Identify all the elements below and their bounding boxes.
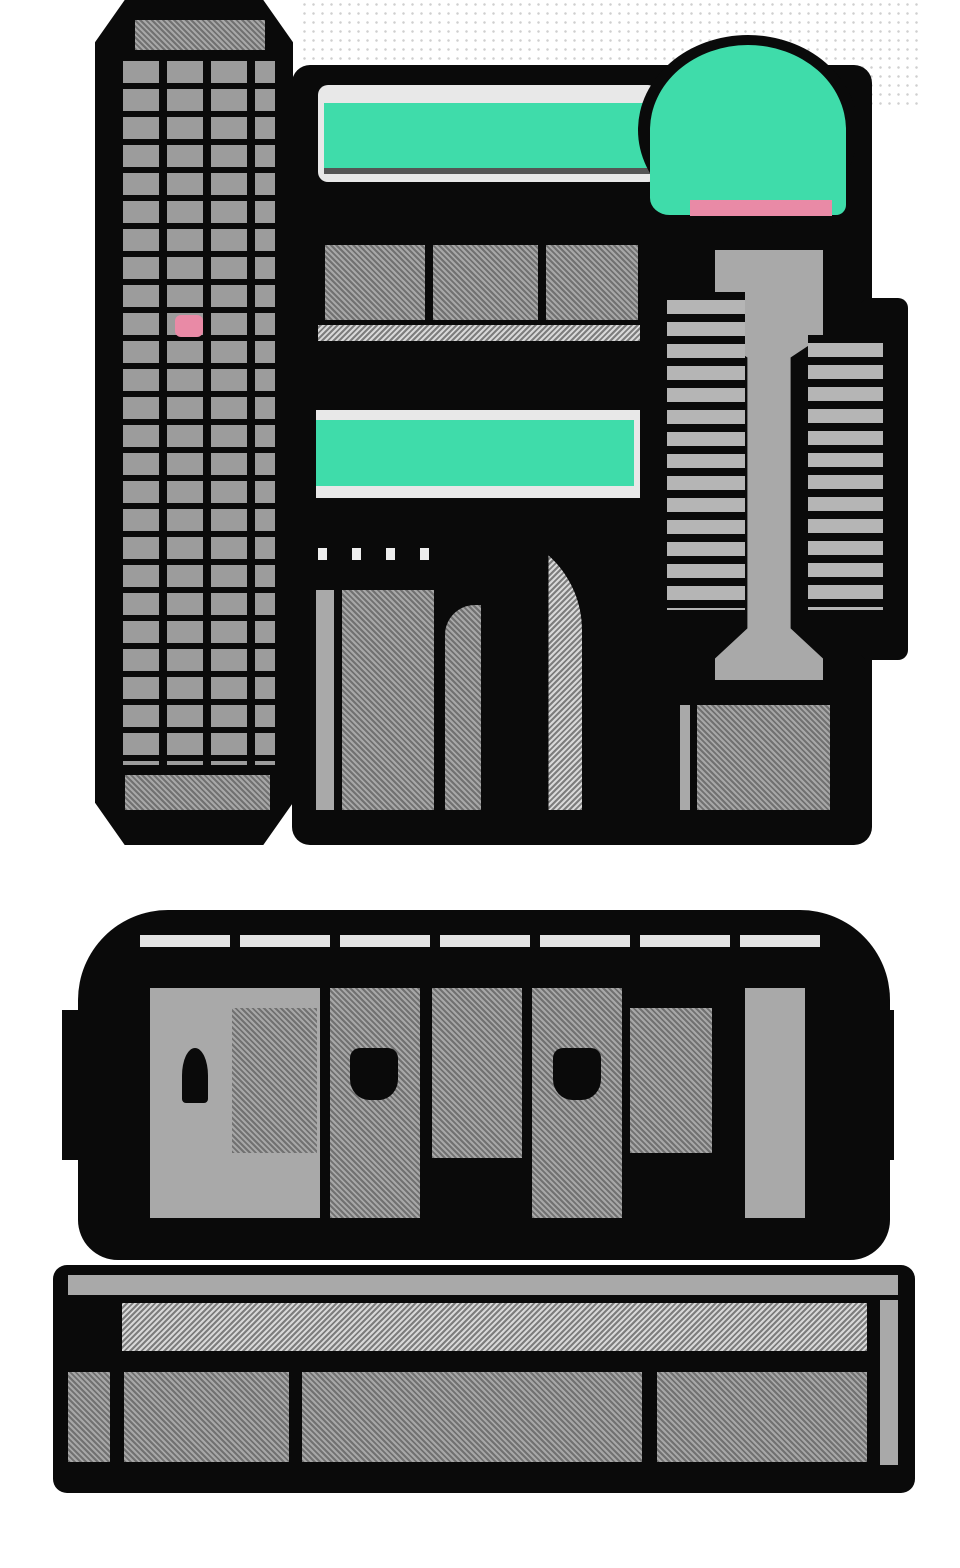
capsule-side-left: [62, 1010, 102, 1160]
left-tower-cap-top: [135, 20, 265, 50]
capsule-side-right: [860, 1010, 894, 1160]
capsule-top-rail: [140, 935, 820, 947]
bottom-cell-4: [657, 1372, 867, 1462]
hatched-rail: [318, 325, 640, 341]
bottom-cell-3: [302, 1372, 642, 1462]
teal-bar-top: [318, 85, 658, 182]
capsule-panel-6: [745, 988, 805, 1218]
bottom-cell-1: [68, 1372, 110, 1462]
capsule-hatch-3: [432, 988, 522, 1158]
pink-strip: [690, 200, 832, 216]
hatched-box-right: [697, 705, 830, 810]
left-post: [316, 590, 334, 810]
dotted-arch: [470, 530, 582, 810]
teal-circle: [650, 45, 846, 215]
drop-icon: [182, 1048, 208, 1103]
capsule-hatch-2: [330, 988, 420, 1218]
lamp-icon-2: [553, 1048, 601, 1100]
bottom-cell-2: [124, 1372, 289, 1462]
capsule-hatch-1: [232, 1008, 317, 1153]
right-post: [680, 705, 690, 810]
capsule-hatch-4: [532, 988, 622, 1218]
bottom-cell-5: [880, 1300, 898, 1465]
dot-row: [318, 548, 438, 560]
bottom-rail-row-1: [122, 1303, 867, 1351]
hatched-cell-2: [433, 245, 538, 320]
stripe-column-left: [667, 292, 745, 610]
hatched-panel-tall: [342, 590, 434, 810]
left-tower-grid: [115, 55, 275, 765]
capsule-hatch-5: [630, 1008, 712, 1153]
pink-marker: [175, 315, 203, 337]
stripe-column-right: [808, 335, 883, 610]
hatched-cell-3: [546, 245, 638, 320]
bottom-rail-top: [68, 1275, 898, 1295]
hatched-cell-1: [325, 245, 425, 320]
left-tower-cap-bottom: [125, 775, 270, 810]
lamp-icon-1: [350, 1048, 398, 1100]
teal-bar-middle: [316, 410, 640, 498]
